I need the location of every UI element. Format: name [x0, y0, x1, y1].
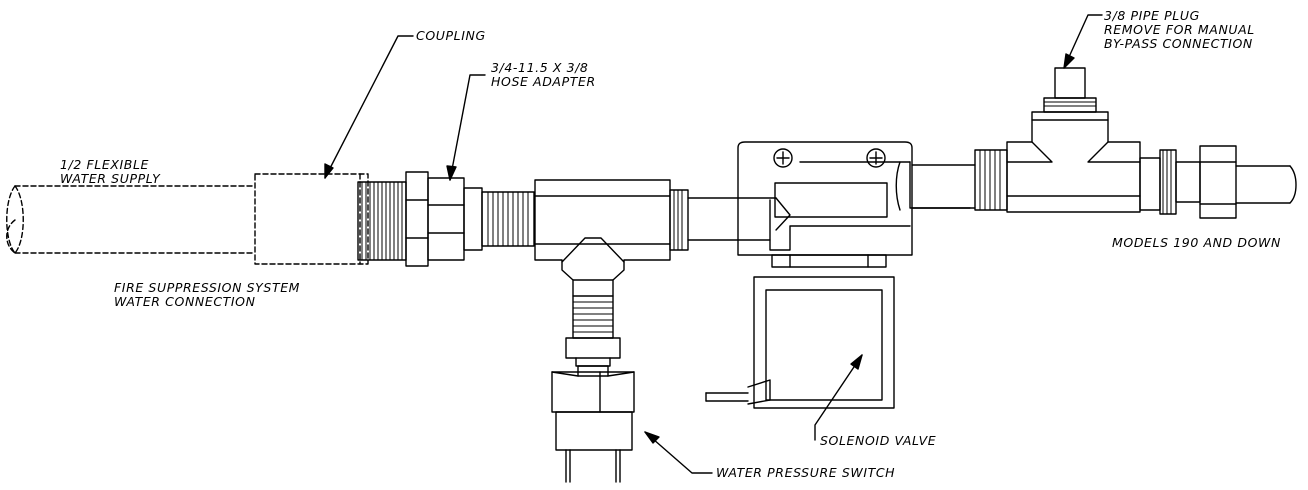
pipe-plug-label: 3/8 PIPE PLUG REMOVE FOR MANUAL BY-PASS … [1104, 8, 1255, 51]
fire-suppression-label: FIRE SUPPRESSION SYSTEM WATER CONNECTION [114, 280, 301, 309]
hose-adapter [405, 171, 465, 267]
pressure-switch-stem [551, 295, 635, 377]
compression-fitting [1139, 145, 1237, 219]
models-label: MODELS 190 AND DOWN [1112, 235, 1281, 250]
pipe-plug-leader [1063, 14, 1103, 69]
adapter-nipple [463, 187, 535, 251]
outgoing-tube [1235, 165, 1297, 204]
solenoid-to-tee-pipe [911, 149, 1008, 211]
solenoid-valve-leader [814, 354, 863, 441]
coupling-part [254, 173, 369, 265]
solenoid-coil [705, 276, 895, 409]
pipe-plug [1043, 67, 1097, 113]
right-tee-fitting [1006, 111, 1141, 213]
flexible-water-supply-label: 1/2 FLEXIBLE WATER SUPPLY [60, 157, 161, 186]
left-tee-fitting [534, 179, 671, 297]
coupling-threads [357, 181, 407, 261]
flexible-water-supply-hose [6, 185, 256, 254]
pressure-switch-leader [644, 431, 713, 474]
coupling-leader [324, 35, 414, 179]
water-pressure-switch-body [551, 371, 635, 483]
hose-adapter-label: 3/4-11.5 X 3/8 HOSE ADAPTER [491, 60, 596, 89]
coupling-label: COUPLING [416, 28, 486, 43]
tee-to-solenoid-pipe [669, 189, 777, 251]
water-pressure-switch-label: WATER PRESSURE SWITCH [716, 465, 896, 480]
solenoid-valve-label: SOLENOID VALVE [820, 433, 937, 448]
solenoid-valve-body [737, 141, 971, 268]
hose-adapter-leader [446, 74, 486, 181]
